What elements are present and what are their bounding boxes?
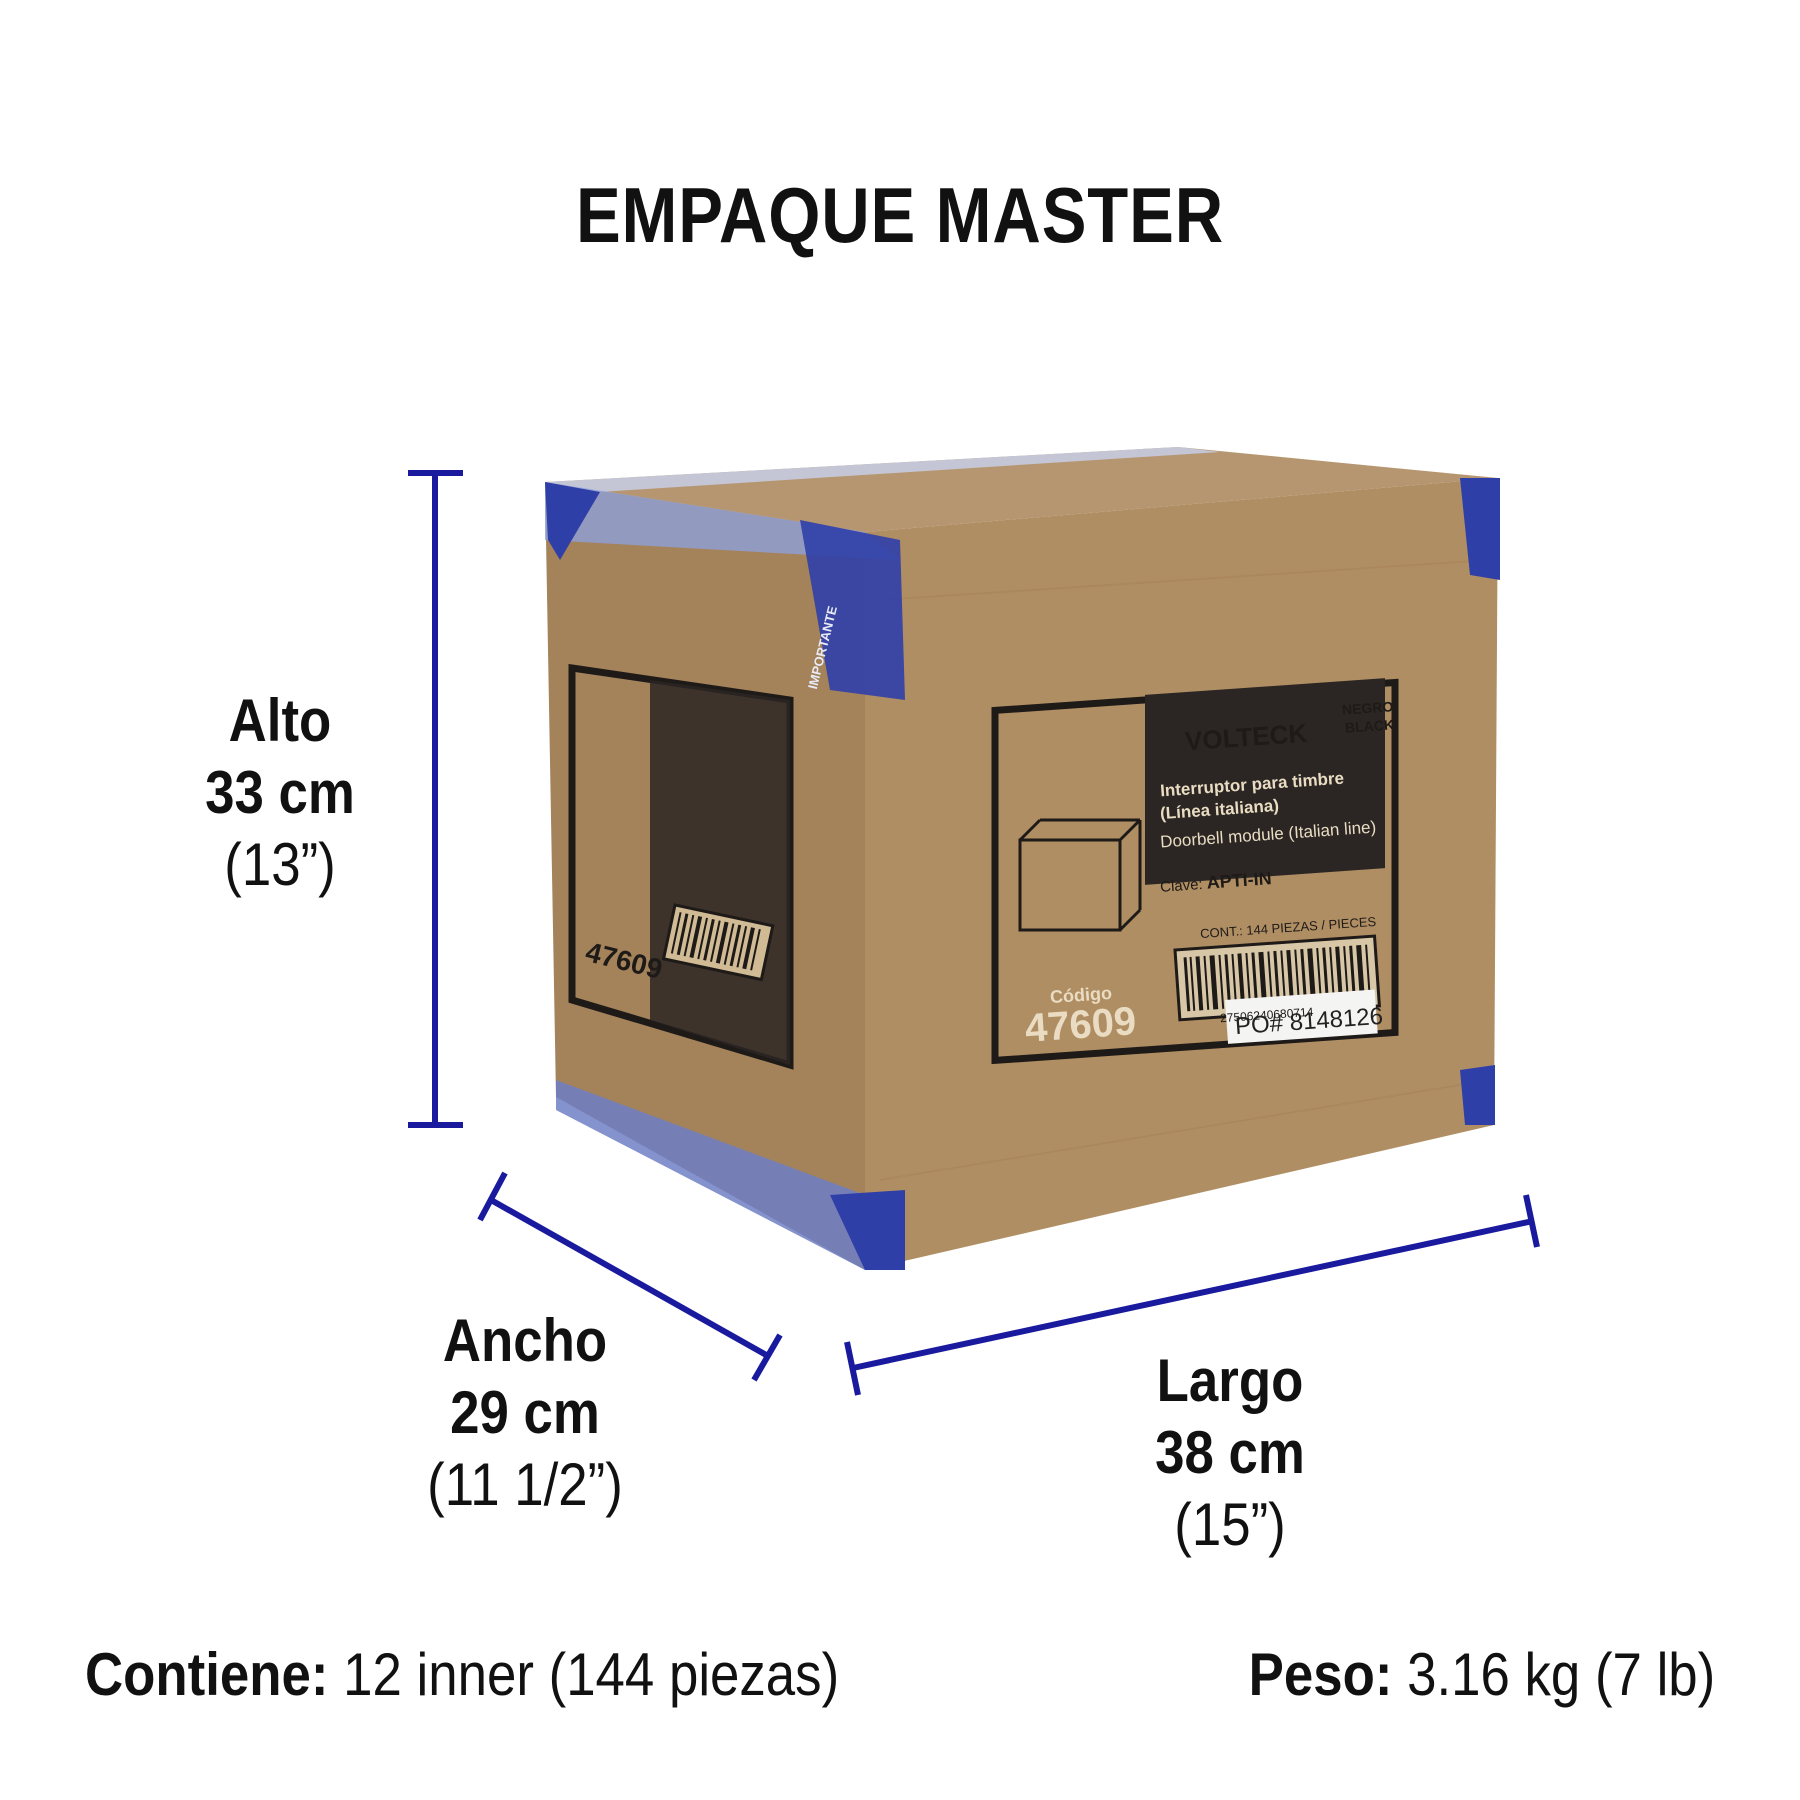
length-label: Largo 38 cm (15”) bbox=[1072, 1345, 1389, 1561]
contents-info: Contiene: 12 inner (144 piezas) bbox=[85, 1640, 839, 1709]
height-metric: 33 cm bbox=[205, 759, 355, 826]
height-name: Alto bbox=[228, 687, 332, 754]
height-measure-line bbox=[408, 470, 463, 1128]
product-sketch bbox=[1018, 818, 1142, 932]
tape-top bbox=[545, 447, 1220, 492]
tape-bottom-front bbox=[830, 1190, 905, 1270]
po-sticker bbox=[1225, 989, 1378, 1044]
width-label: Ancho 29 cm (11 1/2”) bbox=[367, 1305, 684, 1521]
tape-bottom-right bbox=[1460, 1065, 1495, 1125]
page-title: EMPAQUE MASTER bbox=[575, 171, 1225, 259]
height-label: Alto 33 cm (13”) bbox=[122, 685, 439, 901]
weight-value: 3.16 kg (7 lb) bbox=[1406, 1641, 1715, 1708]
length-imperial: (15”) bbox=[1174, 1491, 1286, 1558]
box-top-face bbox=[545, 447, 1498, 532]
tape-corner-left bbox=[545, 482, 600, 560]
clave-value: APTI-IN bbox=[1205, 868, 1273, 893]
barcode-side bbox=[661, 903, 775, 982]
width-measure-line bbox=[477, 1171, 783, 1382]
color-en: BLACK bbox=[1344, 716, 1395, 736]
width-metric: 29 cm bbox=[450, 1379, 600, 1446]
side-label-dark bbox=[650, 680, 790, 1065]
codigo-value: 47609 bbox=[1023, 999, 1138, 1051]
contents-label: Contiene: bbox=[85, 1641, 329, 1708]
clave-prefix: Clave: bbox=[1159, 875, 1204, 896]
length-metric: 38 cm bbox=[1155, 1419, 1305, 1486]
weight-info: Peso: 3.16 kg (7 lb) bbox=[1248, 1640, 1715, 1709]
width-name: Ancho bbox=[442, 1307, 608, 1374]
tape-bottom-left bbox=[556, 1080, 865, 1270]
front-label bbox=[991, 678, 1399, 1065]
width-imperial: (11 1/2”) bbox=[427, 1451, 623, 1518]
weight-label: Peso: bbox=[1248, 1641, 1393, 1708]
tape-corner-top bbox=[800, 520, 905, 700]
length-name: Largo bbox=[1156, 1347, 1304, 1414]
height-imperial: (13”) bbox=[224, 831, 336, 898]
length-measure-line bbox=[844, 1194, 1540, 1396]
contents-value: 12 inner (144 piezas) bbox=[343, 1641, 840, 1708]
tape-corner-right bbox=[1460, 478, 1500, 580]
